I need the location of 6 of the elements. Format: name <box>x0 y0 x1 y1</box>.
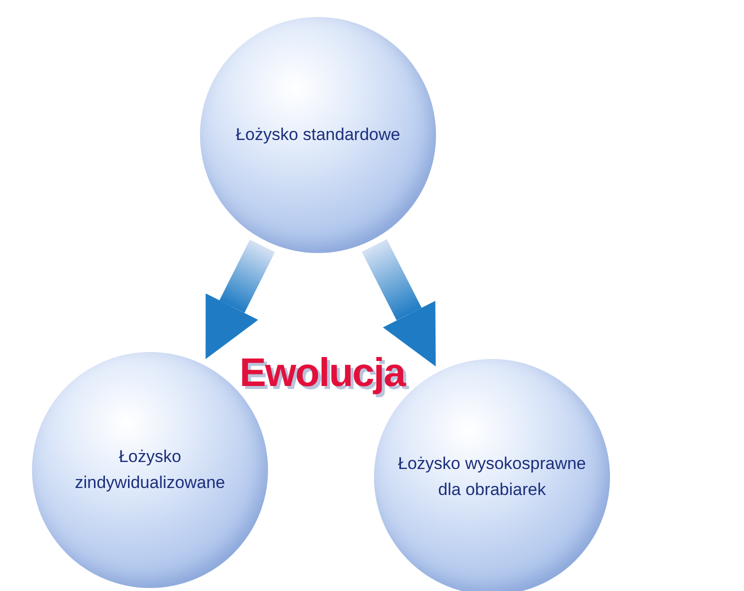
block-arrow <box>206 240 275 360</box>
node-label: Łożysko zindywidualizowane <box>74 446 226 494</box>
node-label: Łożysko standardowe <box>234 124 402 146</box>
heading-text: Ewolucja <box>240 350 405 396</box>
block-arrow <box>362 239 436 366</box>
node-label: Łożysko wysokosprawne dla obrabiarek <box>396 452 588 501</box>
